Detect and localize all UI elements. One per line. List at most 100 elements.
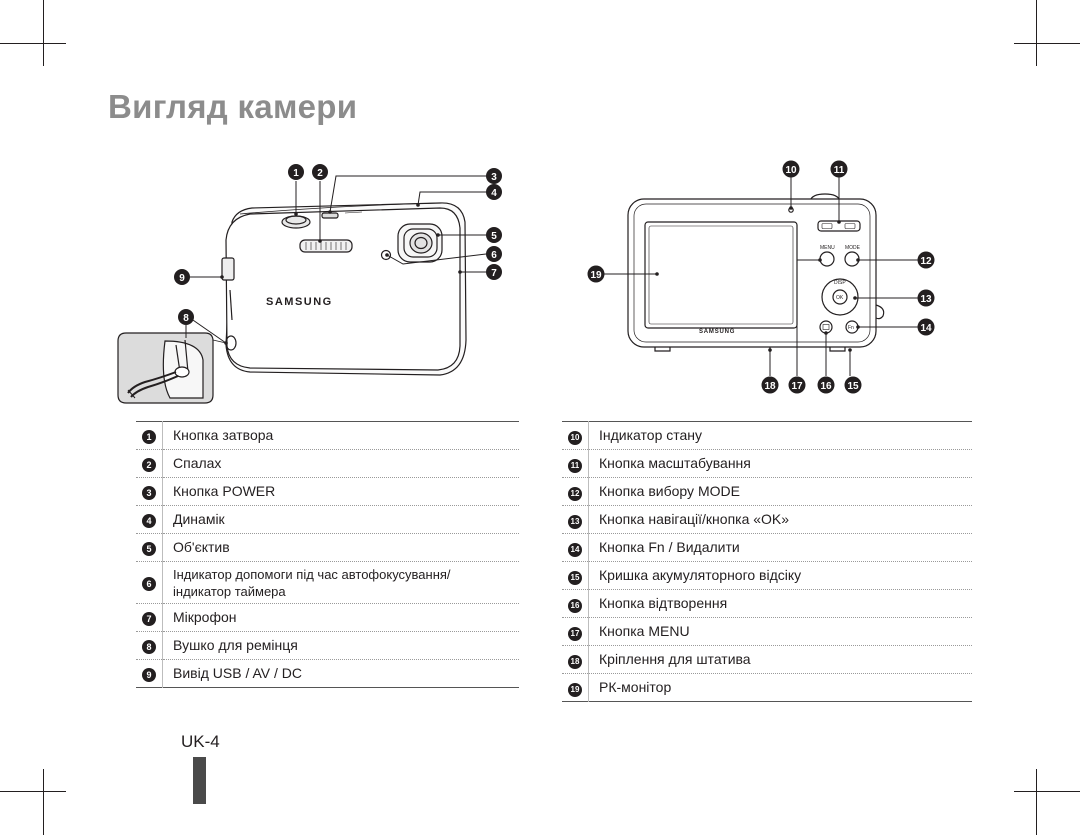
legend-row: 9 Вивід USB / AV / DC xyxy=(136,659,519,688)
svg-text:4: 4 xyxy=(491,188,497,199)
front-leader-dots xyxy=(220,203,462,345)
callout-badge: 19 xyxy=(568,682,582,697)
legend-text: Кнопка масштабування xyxy=(588,449,972,478)
legend-row: 6 Індикатор допомоги під час автофокусува… xyxy=(136,561,519,604)
back-callouts: 10 11 12 13 14 15 16 17 18 19 xyxy=(587,160,935,394)
legend-text: Кнопка відтворення xyxy=(588,589,972,618)
legend-text: Вивід USB / AV / DC xyxy=(173,665,302,681)
callout-badge: 8 xyxy=(142,640,156,654)
svg-text:11: 11 xyxy=(834,165,845,176)
callout-badge: 11 xyxy=(568,458,582,473)
callout-badge: 17 xyxy=(568,626,582,641)
svg-text:5: 5 xyxy=(491,231,497,242)
legend-row: 13 Кнопка навігації/кнопка «OK» xyxy=(562,505,972,534)
callout-badge: 14 xyxy=(568,542,582,557)
crop-mark xyxy=(1036,769,1037,835)
svg-text:16: 16 xyxy=(820,381,832,392)
callout-badge: 15 xyxy=(568,570,582,585)
strap-inset xyxy=(117,332,227,404)
callout-badge: 6 xyxy=(142,577,156,591)
front-leader-lines xyxy=(185,175,487,344)
legend-row: 3 Кнопка POWER xyxy=(136,477,519,506)
callout-badge: 10 xyxy=(568,430,582,445)
legend-row: 5 Об'єктив xyxy=(136,533,519,562)
svg-text:14: 14 xyxy=(920,323,932,334)
fn-button-label: Fn xyxy=(848,325,854,331)
front-brand-logo: SAMSUNG xyxy=(266,296,333,308)
legend-row: 17 Кнопка MENU xyxy=(562,617,972,646)
legend-text: Кнопка навігації/кнопка «OK» xyxy=(588,505,972,534)
callout-badge: 5 xyxy=(142,542,156,556)
legend-row: 12 Кнопка вибору MODE xyxy=(562,477,972,506)
legend-text: Кнопка MENU xyxy=(588,617,972,646)
svg-text:6: 6 xyxy=(491,250,497,261)
svg-text:19: 19 xyxy=(590,270,602,281)
back-brand-logo: SAMSUNG xyxy=(699,329,735,335)
callout-badge: 12 xyxy=(568,486,582,501)
section-tab-marker xyxy=(193,757,206,804)
callout-badge: 7 xyxy=(142,612,156,626)
legend-text: РК-монітор xyxy=(599,679,672,695)
back-leader-dots xyxy=(655,206,860,352)
svg-text:13: 13 xyxy=(920,294,932,305)
legend-text: Динамік xyxy=(162,505,519,534)
crop-mark xyxy=(1014,43,1080,44)
callout-badge: 16 xyxy=(568,598,582,613)
mode-button-label: MODE xyxy=(845,245,861,251)
svg-text:12: 12 xyxy=(920,256,932,267)
crop-mark xyxy=(1014,791,1080,792)
camera-front-view xyxy=(221,202,467,376)
crop-mark xyxy=(0,43,66,44)
svg-text:17: 17 xyxy=(791,381,803,392)
legend-text: Кришка акумуляторного відсіку xyxy=(588,561,972,590)
crop-mark xyxy=(1036,0,1037,66)
legend-text: Спалах xyxy=(162,449,519,478)
front-callouts: 1 2 3 4 5 6 7 8 9 xyxy=(174,164,502,325)
crop-mark xyxy=(0,791,66,792)
callout-badge: 13 xyxy=(568,514,582,529)
svg-text:8: 8 xyxy=(183,313,189,324)
legend-text: Кнопка POWER xyxy=(162,477,519,506)
legend-table-back: 10 Індикатор стану 11 Кнопка масштабування… xyxy=(562,421,972,702)
callout-badge: 9 xyxy=(142,668,156,682)
legend-text: Кріплення для штатива xyxy=(588,645,972,674)
page-number: UK-4 xyxy=(181,732,220,751)
legend-row: 2 Спалах xyxy=(136,449,519,478)
svg-text:10: 10 xyxy=(785,165,797,176)
legend-row: 15 Кришка акумуляторного відсіку xyxy=(562,561,972,590)
legend-text: Кнопка затвора xyxy=(162,421,519,450)
legend-row: 16 Кнопка відтворення xyxy=(562,589,972,618)
legend-row: 1 Кнопка затвора xyxy=(136,421,519,450)
callout-badge: 2 xyxy=(142,458,156,472)
legend-text: Об'єктив xyxy=(162,533,519,562)
legend-row: 8 Вушко для ремінця xyxy=(136,631,519,660)
disp-button-label: DISP xyxy=(834,280,846,286)
crop-mark xyxy=(43,769,44,835)
svg-text:2: 2 xyxy=(317,168,323,179)
legend-row: 14 Кнопка Fn / Видалити xyxy=(562,533,972,562)
legend-row: 11 Кнопка масштабування xyxy=(562,449,972,478)
svg-text:9: 9 xyxy=(179,273,185,284)
legend-row: 10 Індикатор стану xyxy=(562,421,972,450)
legend-text: Кнопка Fn / Видалити xyxy=(588,533,972,562)
page-title: Вигляд камери xyxy=(108,88,358,125)
legend-row: 4 Динамік xyxy=(136,505,519,534)
callout-badge: 1 xyxy=(142,430,156,444)
svg-text:3: 3 xyxy=(491,172,497,183)
svg-text:18: 18 xyxy=(764,381,776,392)
crop-mark xyxy=(43,0,44,66)
legend-text: Кнопка вибору MODE xyxy=(588,477,972,506)
legend-text: Індикатор допомоги під час автофокусуван… xyxy=(162,561,519,604)
camera-back-view xyxy=(627,193,885,352)
svg-text:15: 15 xyxy=(847,381,859,392)
legend-text: Вушко для ремінця xyxy=(162,631,519,660)
legend-text: Індикатор стану xyxy=(588,421,972,450)
svg-text:1: 1 xyxy=(293,168,299,179)
ok-button-label: OK xyxy=(836,295,844,301)
callout-badge: 3 xyxy=(142,486,156,500)
back-leader-lines xyxy=(604,177,918,376)
callout-badge: 4 xyxy=(142,514,156,528)
